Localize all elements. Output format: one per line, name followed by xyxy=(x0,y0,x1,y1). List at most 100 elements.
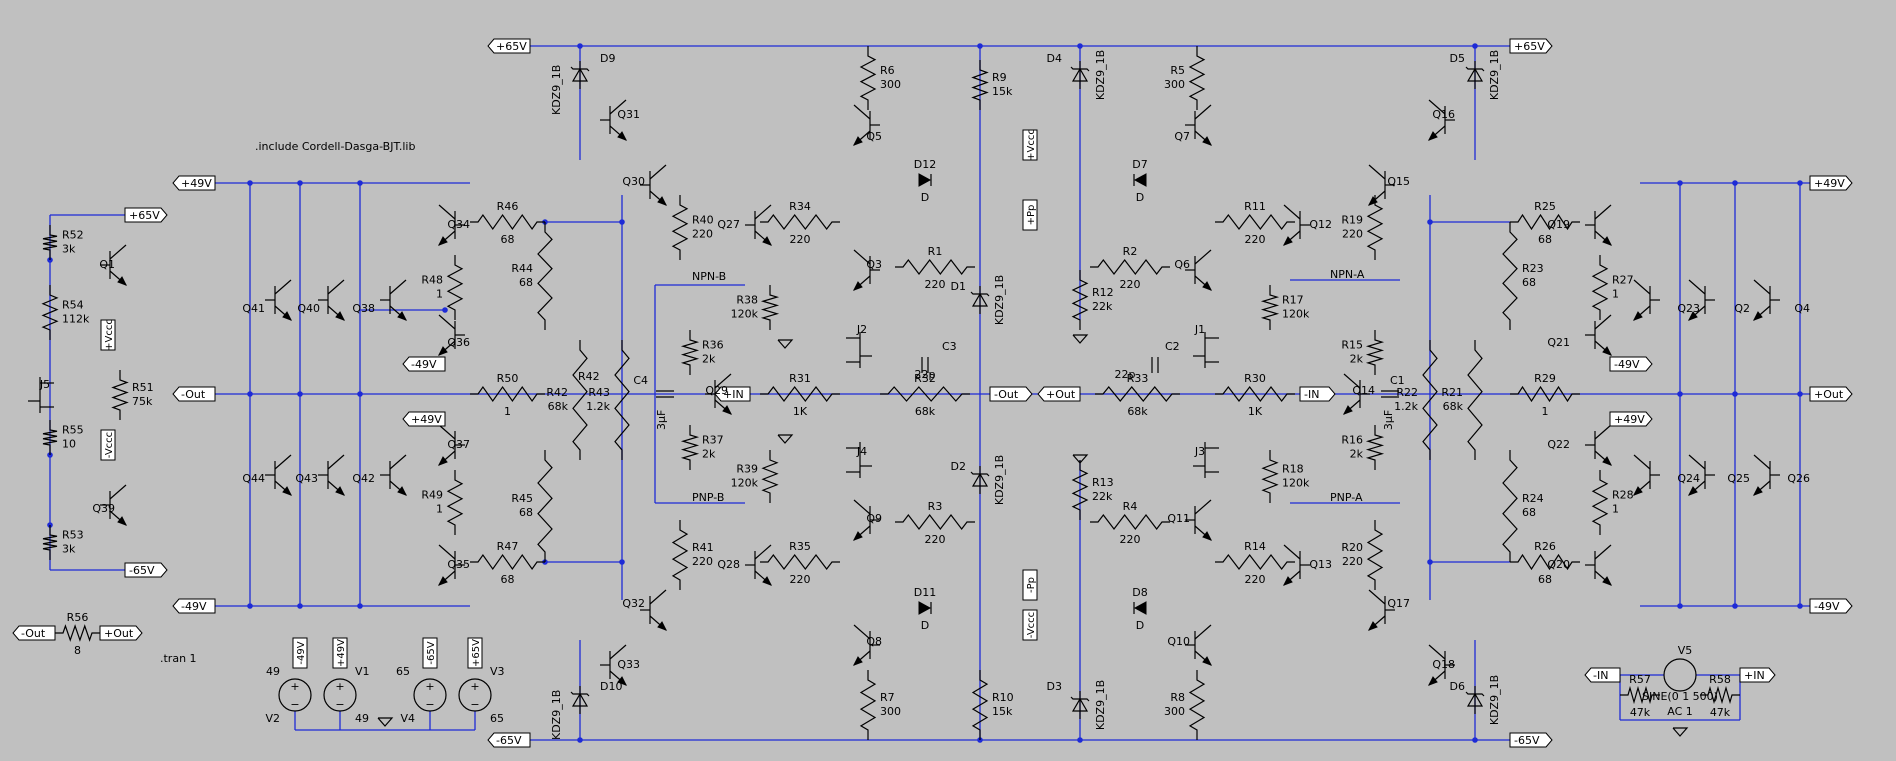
value-d1: KDZ9_1B xyxy=(993,275,1006,325)
zener-d9 xyxy=(570,61,590,89)
capacitor-c1 xyxy=(1381,390,1399,398)
value-r3: 220 xyxy=(925,533,946,546)
label-q39: Q39 xyxy=(92,502,115,515)
transistor-q2 xyxy=(1687,279,1715,321)
value-r49: 1 xyxy=(436,503,443,516)
net-label-m49-q21 xyxy=(1609,356,1653,372)
junction-dot xyxy=(1797,391,1803,397)
junction-dot xyxy=(1077,43,1083,49)
value-r47: 68 xyxy=(501,573,515,586)
net-label-mvcc xyxy=(1022,609,1038,641)
resistor-r31 xyxy=(760,386,840,402)
junction-dot xyxy=(247,180,253,186)
label-r40: R40 xyxy=(692,214,714,227)
value-v4: 65 xyxy=(396,665,410,678)
net-label-out-minus-load-text: -Out xyxy=(21,627,46,640)
resistor-r1 xyxy=(895,259,975,275)
zener-d10 xyxy=(570,686,590,714)
label-q28: Q28 xyxy=(717,558,740,571)
net-label-mvcc-bias xyxy=(100,429,116,461)
label-q35: Q35 xyxy=(447,558,470,571)
label-q2: Q2 xyxy=(1734,302,1750,315)
value-r10: 15k xyxy=(992,705,1013,718)
transistor-q36 xyxy=(437,314,465,356)
ground-symbol xyxy=(377,717,394,727)
net-label-p65-bias-text: +65V xyxy=(129,209,160,222)
net-label-p65-src xyxy=(467,637,483,669)
label-q9: Q9 xyxy=(866,512,882,525)
transistor-q21 xyxy=(1585,314,1613,356)
ground-symbol xyxy=(1072,454,1089,464)
resistor-r33 xyxy=(1095,386,1180,402)
net-label-m65-right xyxy=(1509,732,1553,748)
net-label-mpp xyxy=(1022,569,1038,601)
net-label-in-plus-src xyxy=(1739,667,1776,683)
junction-dot xyxy=(1077,737,1083,743)
label-q43: Q43 xyxy=(295,472,318,485)
value-c3: 22p xyxy=(915,368,936,381)
jfet-j4 xyxy=(846,442,872,478)
value-d11: D xyxy=(921,619,929,632)
resistor-r4 xyxy=(1090,514,1170,530)
label-r11: R11 xyxy=(1244,200,1266,213)
transistor-q38 xyxy=(380,279,408,321)
label-r7: R7 xyxy=(880,691,895,704)
value-r31: 1K xyxy=(793,405,808,418)
label-r20: R20 xyxy=(1341,541,1363,554)
value-r38: 120k xyxy=(731,308,759,321)
label-q15: Q15 xyxy=(1387,175,1410,188)
value-r18: 120k xyxy=(1282,477,1310,490)
net-pnp-a: PNP-A xyxy=(1330,491,1363,504)
label-d7: D7 xyxy=(1132,158,1147,171)
resistor-r15 xyxy=(1365,330,1385,375)
transistor-q28 xyxy=(745,544,773,586)
annotations: +65V+65V-65V-65V+49V+49V-49V-49V-Out+Out… xyxy=(21,40,1845,747)
label-r47: R47 xyxy=(497,540,519,553)
value-v3: 65 xyxy=(490,712,504,725)
label-r50: R50 xyxy=(497,372,519,385)
ground-symbol xyxy=(1672,727,1689,737)
label-r56: R56 xyxy=(67,611,89,624)
resistor-r48 xyxy=(446,255,464,320)
net-label-m65-bias-text: -65V xyxy=(129,564,155,577)
net-label-out-plus-text: +Out xyxy=(1814,388,1844,401)
transistor-q33 xyxy=(600,644,628,686)
plus-sign: + xyxy=(470,680,479,693)
net-label-p49-q22-text: +49V xyxy=(1614,413,1645,426)
value-r12: 22k xyxy=(1092,300,1113,313)
label-q11: Q11 xyxy=(1167,512,1190,525)
net-label-in-minus-src xyxy=(1584,667,1621,683)
label-q24: Q24 xyxy=(1677,472,1700,485)
label-v4: V4 xyxy=(400,712,415,725)
label-r29: R29 xyxy=(1534,372,1556,385)
junction-dot xyxy=(577,43,583,49)
net-label-m49-right xyxy=(1809,598,1853,614)
value-r22: 1.2k xyxy=(1394,400,1418,413)
transistor-q15 xyxy=(1367,164,1395,206)
label-j3: J3 xyxy=(1194,445,1205,458)
value-d6: KDZ9_1B xyxy=(1488,675,1501,725)
ground-symbol xyxy=(777,434,794,444)
junction-dot xyxy=(297,603,303,609)
directive-tran: .tran 1 xyxy=(160,652,197,665)
label-q13: Q13 xyxy=(1309,558,1332,571)
label-r14: R14 xyxy=(1244,540,1266,553)
value-c4: 3µF xyxy=(655,410,668,430)
resistor-r21 xyxy=(1467,340,1483,460)
label-r27: R27 xyxy=(1612,274,1634,287)
transistor-q10 xyxy=(1185,624,1213,666)
resistor-r38 xyxy=(760,285,780,330)
transistor-q26 xyxy=(1752,454,1780,496)
transistor-q5 xyxy=(852,104,880,146)
net-label-in-minus-right xyxy=(1299,386,1336,402)
value-r53: 3k xyxy=(62,543,76,556)
resistor-r24 xyxy=(1502,450,1518,562)
label-r4: R4 xyxy=(1123,500,1138,513)
label-q12: Q12 xyxy=(1309,218,1332,231)
resistor-r11 xyxy=(1215,214,1295,230)
label-r42: R42 xyxy=(546,386,568,399)
resistor-r57 xyxy=(1620,685,1660,705)
transistor-q44 xyxy=(265,454,293,496)
label-q17: Q17 xyxy=(1387,597,1410,610)
label-r25: R25 xyxy=(1534,200,1556,213)
